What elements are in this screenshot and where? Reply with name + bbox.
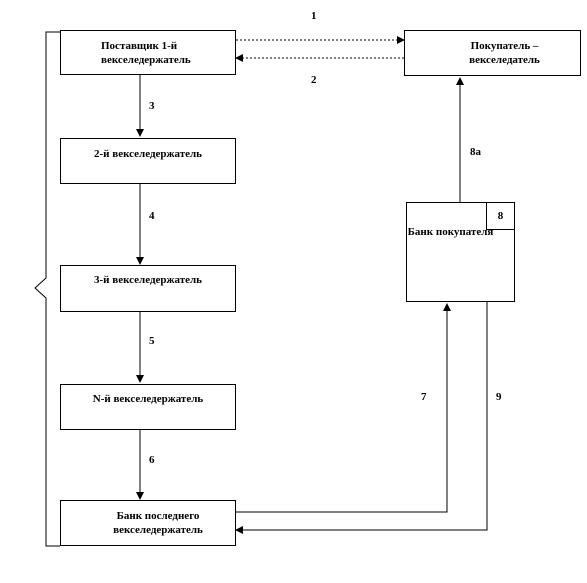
- arrow-label-6: 6: [149, 454, 155, 466]
- holder3-label: 3-й векселедержатель: [94, 274, 202, 286]
- arrow-label-9: 9: [496, 391, 502, 403]
- holderN-box: N-й векселедержатель: [60, 384, 236, 430]
- holderN-label: N-й векселедержатель: [92, 393, 204, 405]
- holder2-box: 2-й векселедержатель: [60, 138, 236, 184]
- arrow-label-3: 3: [149, 100, 155, 112]
- arrow-label-5: 5: [149, 335, 155, 347]
- supplier-box: Поставщик 1-й векселедержатель: [60, 30, 236, 75]
- arrow-label-2: 2: [311, 74, 317, 86]
- bank-buyer-label: Банк покупателя: [407, 226, 494, 238]
- bank-buyer-tag: 8: [486, 202, 515, 230]
- bank-last-holder-box: Банк последнего векселедержатель: [60, 500, 236, 546]
- supplier-label: Поставщик 1-й векселедержатель: [101, 40, 191, 66]
- left-brace: [34, 31, 60, 547]
- arrow-label-7: 7: [421, 391, 427, 403]
- bank-last-holder-label: Банк последнего векселедержатель: [113, 510, 203, 536]
- arrow-9: [235, 302, 488, 534]
- buyer-box: Покупатель – векселедатель: [404, 30, 581, 76]
- buyer-label: Покупатель – векселедатель: [469, 40, 540, 66]
- arrow-label-1: 1: [311, 10, 317, 22]
- arrow-label-4: 4: [149, 210, 155, 222]
- holder3-box: 3-й векселедержатель: [60, 265, 236, 312]
- arrow-label-8a: 8а: [470, 146, 481, 158]
- holder2-label: 2-й векселедержатель: [94, 148, 202, 160]
- arrow-7: [236, 303, 451, 513]
